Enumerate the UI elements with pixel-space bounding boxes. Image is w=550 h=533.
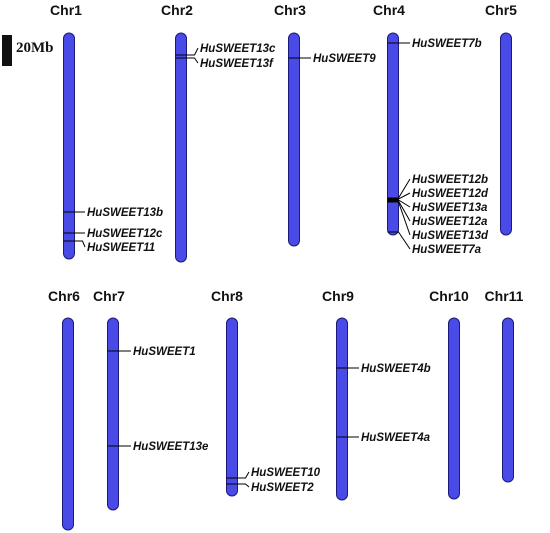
gene-label-husweet10: HuSWEET10	[251, 467, 321, 479]
gene-label-husweet4b: HuSWEET4b	[361, 363, 431, 375]
chromosome-label-chr4: Chr4	[373, 2, 405, 18]
chromosome-label-chr10: Chr10	[429, 288, 469, 304]
chromosome-label-chr9: Chr9	[322, 288, 354, 304]
gene-marker-husweet10	[226, 471, 250, 479]
chromosome-label-chr1: Chr1	[50, 2, 82, 18]
gene-label-husweet13d: HuSWEET13d	[412, 230, 489, 242]
chromosome-label-chr2: Chr2	[161, 2, 193, 18]
gene-label-husweet7b: HuSWEET7b	[412, 38, 482, 50]
scale-bar-rect	[2, 35, 12, 66]
chromosome-chr5: Chr5	[485, 2, 517, 236]
gene-label-husweet12c: HuSWEET12c	[87, 228, 163, 240]
gene-label-husweet12b: HuSWEET12b	[412, 174, 488, 186]
chromosome-bar-chr3	[288, 32, 300, 247]
gene-cluster-band	[387, 198, 399, 202]
chromosome-label-chr7: Chr7	[93, 288, 125, 304]
gene-label-husweet12d: HuSWEET12d	[412, 188, 489, 200]
gene-label-husweet4a: HuSWEET4a	[361, 432, 431, 444]
chromosome-label-chr3: Chr3	[274, 2, 306, 18]
chromosome-bar-chr8	[226, 317, 238, 497]
chromosome-bar-chr10	[448, 317, 460, 500]
gene-label-husweet7a: HuSWEET7a	[412, 244, 482, 256]
chromosome-layer: Chr1HuSWEET13bHuSWEET12cHuSWEET11Chr2HuS…	[48, 2, 524, 531]
gene-label-husweet11: HuSWEET11	[87, 242, 155, 254]
chromosome-bar-chr1	[63, 32, 75, 260]
gene-label-husweet12a: HuSWEET12a	[412, 216, 488, 228]
chromosome-bar-chr5	[500, 32, 512, 236]
chromosome-bar-chr4	[387, 32, 399, 236]
gene-label-husweet13b: HuSWEET13b	[87, 207, 163, 219]
chromosome-bar-chr6	[62, 317, 74, 531]
gene-label-husweet9: HuSWEET9	[313, 53, 376, 65]
gene-marker-husweet11	[63, 240, 86, 248]
chromosome-label-chr6: Chr6	[48, 288, 80, 304]
scale-bar-label: 20Mb	[16, 40, 54, 56]
gene-label-husweet13e: HuSWEET13e	[133, 441, 209, 453]
chromosome-bar-chr2	[175, 32, 187, 263]
chromosome-bar-chr11	[502, 317, 514, 483]
gene-marker-husweet2	[226, 483, 250, 488]
chromosome-bar-chr7	[107, 317, 119, 511]
chromosome-chr10: Chr10	[429, 288, 469, 500]
gene-marker-husweet7a	[387, 231, 411, 250]
gene-label-husweet13f: HuSWEET13f	[200, 58, 274, 70]
gene-marker-husweet13f	[175, 57, 199, 64]
gene-label-husweet13a: HuSWEET13a	[412, 202, 488, 214]
chromosome-label-chr5: Chr5	[485, 2, 517, 18]
scale-bar: 20Mb	[2, 35, 54, 66]
gene-label-husweet1: HuSWEET1	[133, 346, 196, 358]
chromosome-chr4: Chr4HuSWEET7bHuSWEET12bHuSWEET12dHuSWEET…	[373, 2, 489, 256]
gene-label-husweet13c: HuSWEET13c	[200, 43, 276, 55]
gene-marker-husweet13c	[175, 47, 199, 56]
chromosome-label-chr11: Chr11	[485, 288, 524, 304]
chromosome-chr6: Chr6	[48, 288, 80, 531]
chromosome-chr11: Chr11	[485, 288, 524, 483]
chromosome-bar-chr9	[336, 317, 348, 501]
chromosome-label-chr8: Chr8	[211, 288, 243, 304]
gene-label-husweet2: HuSWEET2	[251, 482, 314, 494]
